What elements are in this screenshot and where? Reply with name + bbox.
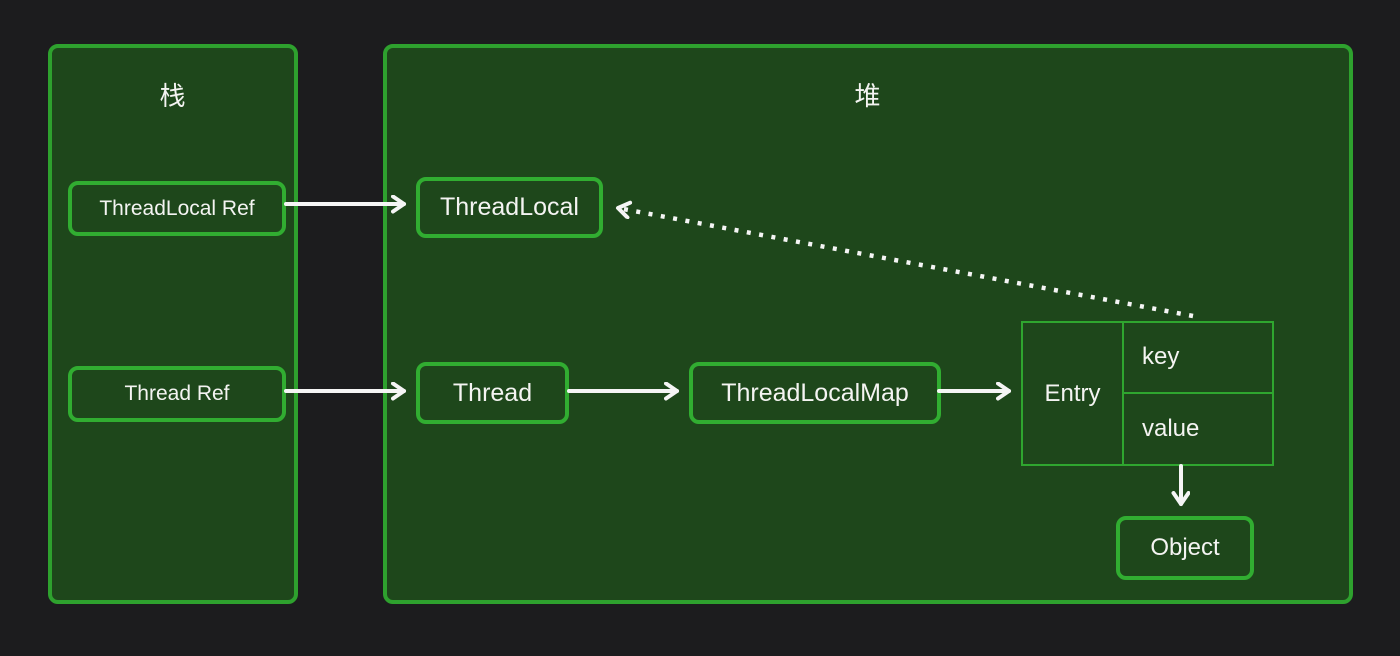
stack-panel: 栈 ThreadLocal Ref Thread Ref bbox=[48, 44, 298, 604]
node-thread: Thread bbox=[416, 362, 569, 424]
node-threadlocalmap: ThreadLocalMap bbox=[689, 362, 941, 424]
entry-kv-column: key value bbox=[1124, 323, 1272, 464]
node-threadlocal: ThreadLocal bbox=[416, 177, 603, 238]
entry-cell: Entry bbox=[1023, 323, 1124, 464]
entry-key-cell: key bbox=[1124, 323, 1272, 394]
node-object: Object bbox=[1116, 516, 1254, 580]
entry-table: Entry key value bbox=[1021, 321, 1274, 466]
entry-value-cell: value bbox=[1142, 414, 1200, 442]
node-thread-ref: Thread Ref bbox=[68, 366, 286, 422]
heap-panel-title: 堆 bbox=[854, 81, 882, 111]
heap-panel: 堆 ThreadLocal Thread ThreadLocalMap Entr… bbox=[383, 44, 1353, 604]
stack-panel-title: 栈 bbox=[159, 81, 187, 111]
node-threadlocal-ref: ThreadLocal Ref bbox=[68, 181, 286, 236]
